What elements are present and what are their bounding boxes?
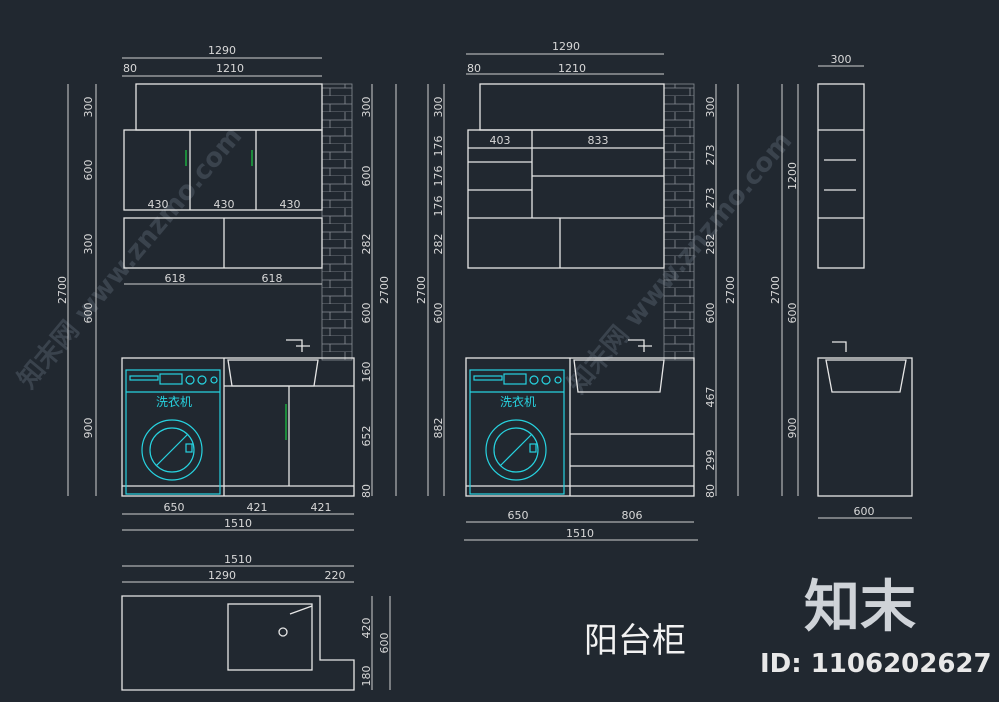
dim-label: 421: [247, 501, 268, 514]
shelf-unit: [467, 129, 665, 269]
door-width: 430: [280, 198, 301, 211]
dim-label: 600: [432, 303, 445, 324]
dim-label: 176: [432, 196, 445, 217]
dim-label: 600: [360, 166, 373, 187]
faucet: [628, 339, 652, 352]
dim-label: 806: [622, 509, 643, 522]
dim-label: 300: [831, 53, 852, 66]
dim-label: 600: [82, 303, 95, 324]
faucet: [286, 339, 310, 352]
dim-label: 2700: [56, 276, 69, 304]
top-cabinet: [135, 83, 323, 131]
washer-label: 洗衣机: [500, 394, 536, 409]
dim-label: 2700: [415, 276, 428, 304]
dim-label: 1290: [552, 40, 580, 53]
dim-label: 282: [360, 234, 373, 255]
upper-cabinet: [123, 129, 323, 211]
brick-wall: [321, 83, 353, 361]
dim-label: 176: [432, 136, 445, 157]
dim-label: 1510: [224, 553, 252, 566]
dim-label: 220: [325, 569, 346, 582]
dim-label: 900: [786, 418, 799, 439]
dim-label: 420: [360, 618, 373, 639]
dim-label: 1290: [208, 44, 236, 57]
dim-label: 1210: [216, 62, 244, 75]
door-width: 430: [214, 198, 235, 211]
sink-basin: [227, 359, 319, 387]
washer-label: 洗衣机: [156, 394, 192, 409]
base-cabinet: [465, 357, 695, 497]
brick-wall: [663, 83, 695, 361]
dim-label: 1290: [208, 569, 236, 582]
dim-label: 467: [704, 387, 717, 408]
dim-label: 273: [704, 188, 717, 209]
dim-label: 600: [786, 303, 799, 324]
base-cabinet: [121, 357, 355, 497]
dim-label: 650: [164, 501, 185, 514]
dim-label: 600: [704, 303, 717, 324]
logo: 知末: [804, 575, 916, 640]
dim-label: 600: [378, 633, 391, 654]
countertop-outline: [121, 595, 355, 691]
washing-machine: 洗衣机: [469, 369, 565, 495]
elevation-a: 1290 80 1210 430 430 430 618 618: [56, 44, 397, 531]
dim-label: 1510: [224, 517, 252, 530]
sink-basin: [573, 359, 665, 393]
dim-label: 282: [704, 234, 717, 255]
sink-basin: [825, 359, 907, 393]
dim-label: 600: [360, 303, 373, 324]
dim-label: 2700: [724, 276, 737, 304]
dim-label: 2700: [769, 276, 782, 304]
door-width: 430: [148, 198, 169, 211]
dim-label: 618: [262, 272, 283, 285]
faucet: [832, 341, 847, 352]
dim-label: 300: [704, 97, 717, 118]
dim-label: 1200: [786, 162, 799, 190]
dim-label: 1210: [558, 62, 586, 75]
dim-label: 600: [854, 505, 875, 518]
dim-label: 300: [82, 234, 95, 255]
dim-label: 80: [467, 62, 481, 75]
dim-label: 300: [82, 97, 95, 118]
dim-label: 1510: [566, 527, 594, 540]
dim-label: 300: [432, 97, 445, 118]
open-shelf: [123, 217, 323, 269]
dim-label: 299: [704, 450, 717, 471]
dim-label: 80: [123, 62, 137, 75]
dim-label: 273: [704, 145, 717, 166]
dim-label: 80: [360, 484, 373, 498]
drain: [278, 627, 288, 637]
id-text: ID: 1106202627: [760, 649, 992, 679]
washing-machine: 洗衣机: [125, 369, 221, 495]
dim-label: 650: [508, 509, 529, 522]
dim-label: 80: [704, 484, 717, 498]
side-view: 300 2700 1200 600 900 600: [769, 53, 913, 519]
dim-label: 600: [82, 160, 95, 181]
dim-label: 176: [432, 166, 445, 187]
sink-plan: [227, 603, 313, 671]
dim-label: 2700: [378, 276, 391, 304]
dim-label: 652: [360, 426, 373, 447]
dim-label: 421: [311, 501, 332, 514]
dim-label: 180: [360, 666, 373, 687]
side-upper: [817, 83, 865, 269]
dim-label: 282: [432, 234, 445, 255]
plan-view: 1510 1290 220 420 180 600: [121, 553, 391, 691]
dim-label: 833: [588, 134, 609, 147]
dim-label: 618: [165, 272, 186, 285]
drawing-title: 阳台柜: [584, 621, 686, 661]
dim-label: 160: [360, 362, 373, 383]
dim-label: 900: [82, 418, 95, 439]
dim-label: 403: [490, 134, 511, 147]
elevation-b: 1290 80 1210 403 833 洗衣机: [415, 40, 739, 541]
dim-label: 882: [432, 418, 445, 439]
top-cabinet: [479, 83, 665, 131]
dim-label: 300: [360, 97, 373, 118]
watermark-text: 知末网 www.znzmo.com: [12, 121, 248, 394]
side-base: [817, 357, 913, 497]
